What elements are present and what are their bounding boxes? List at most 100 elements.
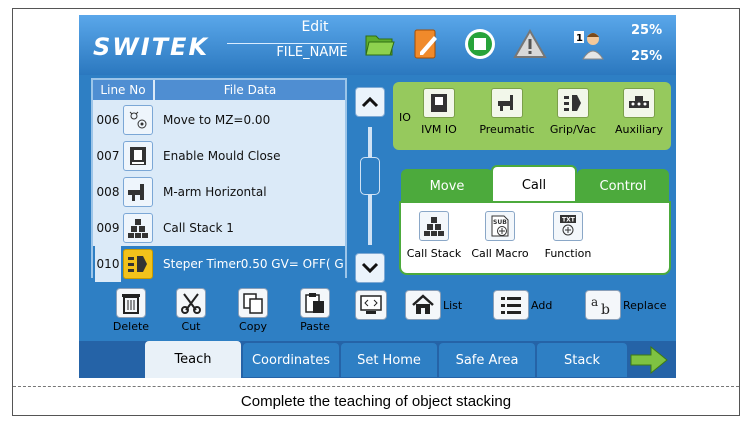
table-row-selected[interactable]: 010 Steper Timer0.50 GV= OFF( G <box>93 246 345 282</box>
header-divider <box>227 43 347 44</box>
command-tabs-panel: Move Call Control Call Stack SUB Call Ma… <box>397 165 673 277</box>
next-arrow-icon[interactable] <box>629 345 669 375</box>
pneumatic-icon <box>491 88 523 118</box>
code-view-button[interactable] <box>355 290 387 320</box>
add-button[interactable]: Add <box>493 290 552 320</box>
home-icon <box>405 290 441 320</box>
list-button[interactable]: List <box>405 290 462 320</box>
machine-icon <box>423 88 455 118</box>
tab-set-home[interactable]: Set Home <box>341 343 437 377</box>
line-number: 006 <box>96 113 120 127</box>
figure-frame: SWITEK Edit FILE_NAME 1 25% 25% <box>12 8 740 416</box>
line-number: 009 <box>96 221 120 235</box>
gripper-timer-icon <box>123 249 153 279</box>
list-label: List <box>443 298 463 312</box>
caption-divider <box>13 386 739 387</box>
row-text: Call Stack 1 <box>163 221 234 235</box>
copy-label: Copy <box>239 320 267 333</box>
code-view-icon <box>355 290 387 320</box>
move-axis-icon <box>123 105 153 135</box>
tab-move[interactable]: Move <box>401 169 493 203</box>
call-macro-button[interactable]: SUB Call Macro <box>469 211 531 260</box>
edit-document-icon[interactable] <box>409 27 443 61</box>
warning-icon[interactable] <box>513 27 547 61</box>
io-ivm-button[interactable]: IVM IO <box>409 88 469 136</box>
tab-coordinates[interactable]: Coordinates <box>243 343 339 377</box>
stack-icon <box>123 213 153 243</box>
scroll-up-button[interactable] <box>355 87 385 117</box>
sub-macro-icon: SUB <box>485 211 515 241</box>
row-text: M-arm Horizontal <box>163 185 267 199</box>
scroll-thumb[interactable] <box>360 157 380 195</box>
delete-button[interactable]: Delete <box>109 288 153 333</box>
paste-label: Paste <box>300 320 330 333</box>
io-auxiliary-button[interactable]: Auxiliary <box>609 88 669 136</box>
tab-stack[interactable]: Stack <box>537 343 627 377</box>
line-number: 008 <box>96 185 120 199</box>
svg-text:b: b <box>601 302 610 316</box>
text-function-icon: TXT <box>553 211 583 241</box>
io-auxiliary-label: Auxiliary <box>615 123 663 136</box>
user-icon[interactable]: 1 <box>573 27 607 61</box>
add-list-icon <box>493 290 529 320</box>
svg-text:1: 1 <box>576 33 583 44</box>
percent-bottom: 25% <box>631 49 663 64</box>
auxiliary-icon <box>623 88 655 118</box>
list-scrollbar[interactable] <box>355 87 385 287</box>
folder-open-icon[interactable] <box>363 27 397 61</box>
call-stack-button[interactable]: Call Stack <box>403 211 465 260</box>
svg-text:TXT: TXT <box>562 217 576 224</box>
paste-icon <box>300 288 330 318</box>
gripper-icon <box>557 88 589 118</box>
svg-text:SUB: SUB <box>493 219 507 226</box>
table-row[interactable]: 007 Enable Mould Close <box>93 138 345 174</box>
col-file-data: File Data <box>155 80 345 100</box>
paste-button[interactable]: Paste <box>293 288 337 333</box>
line-number: 007 <box>96 149 120 163</box>
tab-call[interactable]: Call <box>491 165 577 203</box>
file-name-label: FILE_NAME <box>276 45 348 60</box>
cut-button[interactable]: Cut <box>169 288 213 333</box>
line-number: 010 <box>95 246 121 282</box>
io-pneumatic-label: Preumatic <box>479 123 535 136</box>
percent-top: 25% <box>631 23 663 38</box>
row-text: Steper Timer0.50 GV= OFF( G <box>163 257 343 271</box>
program-list: Line No File Data 006 Move to MZ=0.00 00… <box>91 78 347 282</box>
replace-label: Replace <box>623 298 667 312</box>
tab-teach[interactable]: Teach <box>145 341 241 378</box>
table-row[interactable]: 006 Move to MZ=0.00 <box>93 102 345 138</box>
tab-control[interactable]: Control <box>577 169 669 203</box>
figure-caption: Complete the teaching of object stacking <box>240 393 512 410</box>
call-function-label: Function <box>544 247 592 260</box>
arm-icon <box>123 177 153 207</box>
tab-safe-area[interactable]: Safe Area <box>439 343 535 377</box>
table-row[interactable]: 009 Call Stack 1 <box>93 210 345 246</box>
scroll-down-button[interactable] <box>355 253 385 283</box>
scissors-icon <box>176 288 206 318</box>
col-line-no: Line No <box>93 80 153 100</box>
bottom-nav: Teach Coordinates Set Home Safe Area Sta… <box>79 341 676 378</box>
mould-icon <box>123 141 153 171</box>
call-function-button[interactable]: TXT Function <box>537 211 599 260</box>
call-macro-label: Call Macro <box>471 247 529 260</box>
header-bar: SWITEK Edit FILE_NAME 1 25% 25% <box>79 15 676 75</box>
copy-button[interactable]: Copy <box>231 288 275 333</box>
brand-logo: SWITEK <box>93 33 210 61</box>
io-pneumatic-button[interactable]: Preumatic <box>477 88 537 136</box>
table-row[interactable]: 008 M-arm Horizontal <box>93 174 345 210</box>
hmi-screen: SWITEK Edit FILE_NAME 1 25% 25% <box>79 15 676 378</box>
svg-text:a: a <box>591 295 598 309</box>
row-text: Move to MZ=0.00 <box>163 113 271 127</box>
edit-toolbar: Delete Cut Copy Paste <box>87 288 673 338</box>
io-grip-vac-label: Grip/Vac <box>549 123 597 136</box>
delete-label: Delete <box>112 320 150 333</box>
mode-label: Edit <box>301 19 329 35</box>
stop-icon[interactable] <box>463 27 497 61</box>
io-grip-vac-button[interactable]: Grip/Vac <box>543 88 603 136</box>
cut-label: Cut <box>181 320 201 333</box>
copy-icon <box>238 288 268 318</box>
io-label: IO <box>399 111 411 124</box>
trash-icon <box>116 288 146 318</box>
